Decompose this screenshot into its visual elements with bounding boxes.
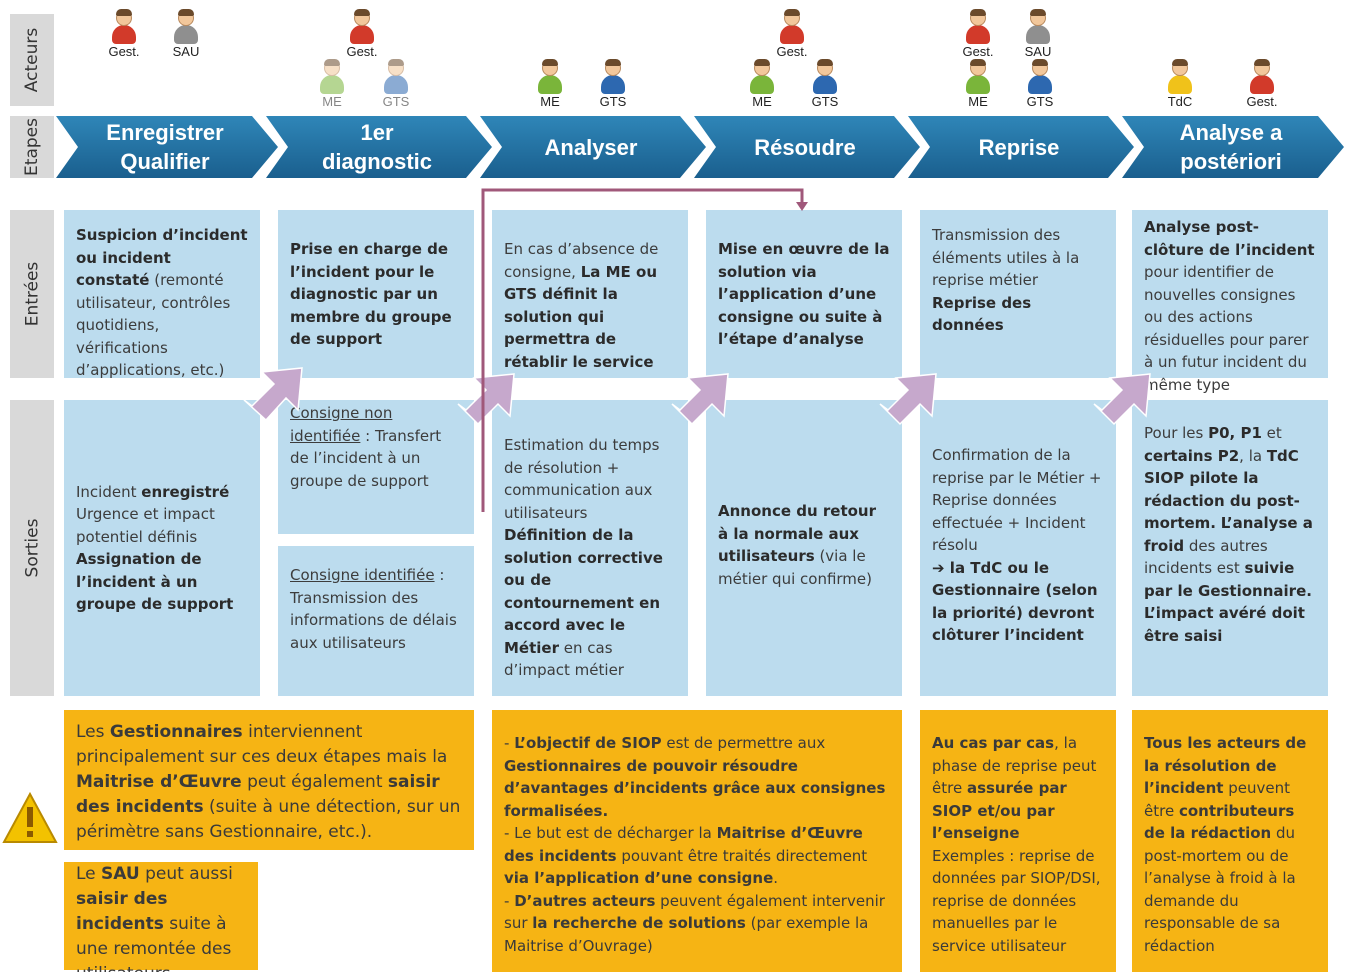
entree-enregistrer: Suspicion d’incident ou incident constat…: [64, 210, 260, 379]
actor-me: ME: [953, 59, 1003, 109]
actor-gts: GTS: [371, 59, 421, 109]
step-resoudre: Résoudre: [694, 116, 920, 178]
actor-sau: SAU: [1013, 9, 1063, 59]
sortie-analyser: Estimation du temps de résolution + comm…: [492, 400, 688, 696]
note-objectif-siop: - L’objectif de SIOP est de permettre au…: [492, 710, 902, 972]
person-icon: [1167, 59, 1193, 94]
person-icon: [749, 59, 775, 94]
person-icon: [600, 59, 626, 94]
person-icon: [537, 59, 563, 94]
actor-gts: GTS: [588, 59, 638, 109]
sortie-analyse-posteriori: Pour les P0, P1 et certains P2, la TdC S…: [1132, 400, 1328, 696]
actor-gest: Gest.: [767, 9, 817, 59]
actor-tdc: TdC: [1155, 59, 1205, 109]
entree-analyse-posteriori: Analyse post-clôture de l’incident pour …: [1132, 210, 1328, 394]
label-etapes: Etapes: [10, 116, 54, 178]
entree-resoudre: Mise en œuvre de la solution via l’appli…: [706, 210, 902, 378]
actor-gest: Gest.: [1237, 59, 1287, 109]
actor-gest: Gest.: [953, 9, 1003, 59]
sortie-enregistrer: Incident enregistré Urgence et impact po…: [64, 400, 260, 696]
person-icon: [319, 59, 345, 94]
actor-gest: Gest.: [337, 9, 387, 59]
label-acteurs: Acteurs: [10, 14, 54, 106]
sortie-reprise: Confirmation de la reprise par le Métier…: [920, 400, 1116, 696]
step-reprise: Reprise: [908, 116, 1134, 178]
entree-reprise: Transmission des éléments utiles à la re…: [920, 210, 1116, 378]
label-sorties: Sorties: [10, 400, 54, 696]
actor-sau: SAU: [161, 9, 211, 59]
person-icon: [1027, 59, 1053, 94]
entree-diagnostic: Prise en charge de l’incident pour le di…: [278, 210, 474, 378]
person-icon: [812, 59, 838, 94]
note-reprise: Au cas par cas, la phase de reprise peut…: [920, 710, 1116, 972]
person-icon: [173, 9, 199, 44]
sortie-consigne-identifiee: Consigne identifiée : Transmission des i…: [278, 546, 474, 696]
note-gestionnaires: Les Gestionnaires interviennent principa…: [64, 710, 474, 850]
step-analyser: Analyser: [480, 116, 706, 178]
note-acteurs-resolution: Tous les acteurs de la résolution de l’i…: [1132, 710, 1328, 972]
actor-me: ME: [525, 59, 575, 109]
arrow-right-icon: ➔: [932, 558, 945, 577]
warning-icon: [2, 791, 58, 843]
sortie-consigne-non-identifiee: Consigne non identifiée : Transfert de l…: [278, 400, 474, 534]
person-icon: [1249, 59, 1275, 94]
actor-gts: GTS: [1015, 59, 1065, 109]
person-icon: [779, 9, 805, 44]
label-entrees: Entrées: [10, 210, 54, 378]
person-icon: [965, 59, 991, 94]
note-sau: Le SAU peut aussi saisir des incidents s…: [64, 862, 258, 972]
actor-me: ME: [737, 59, 787, 109]
entree-analyser: En cas d’absence de consigne, La ME ou G…: [492, 210, 688, 378]
sortie-resoudre: Annonce du retour à la normale aux utili…: [706, 400, 902, 696]
person-icon: [1025, 9, 1051, 44]
actor-me: ME: [307, 59, 357, 109]
actor-gest: Gest.: [99, 9, 149, 59]
person-icon: [111, 9, 137, 44]
actor-gts: GTS: [800, 59, 850, 109]
person-icon: [965, 9, 991, 44]
person-icon: [383, 59, 409, 94]
person-icon: [349, 9, 375, 44]
